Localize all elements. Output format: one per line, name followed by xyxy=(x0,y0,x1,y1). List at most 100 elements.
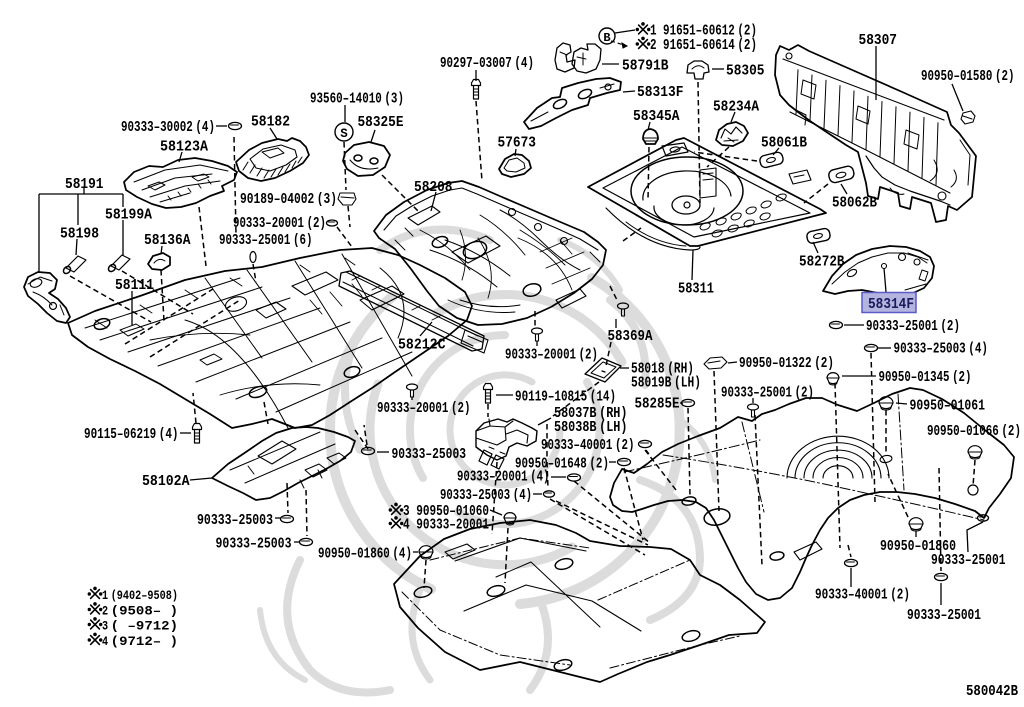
svg-text:1 91651–60612: 1 91651–60612 xyxy=(650,23,735,39)
svg-text:(2): (2) xyxy=(952,370,971,386)
svg-text:90333–25003: 90333–25003 xyxy=(216,536,292,552)
svg-text:90297–03007: 90297–03007 xyxy=(440,56,512,72)
svg-text:S: S xyxy=(340,127,348,141)
svg-text:B: B xyxy=(603,31,610,45)
svg-text:58038B: 58038B xyxy=(554,420,597,436)
svg-text:90189–04002: 90189–04002 xyxy=(240,192,314,208)
svg-text:58136A: 58136A xyxy=(144,233,191,249)
svg-text:57673: 57673 xyxy=(498,135,537,151)
svg-text:(2): (2) xyxy=(307,216,326,232)
svg-text:2 91651–60614: 2 91651–60614 xyxy=(650,38,735,54)
svg-text:(4): (4) xyxy=(195,120,215,136)
svg-text:90333–20001: 90333–20001 xyxy=(457,469,528,485)
svg-text:90333–20001: 90333–20001 xyxy=(505,347,576,363)
svg-text:58272B: 58272B xyxy=(799,254,845,270)
svg-text:90333–25001: 90333–25001 xyxy=(907,608,981,624)
svg-text:(3): (3) xyxy=(317,192,337,208)
svg-text:58018: 58018 xyxy=(631,361,665,377)
svg-text:58285E: 58285E xyxy=(635,396,680,412)
svg-text:(2): (2) xyxy=(589,456,609,472)
svg-text:58305: 58305 xyxy=(726,63,765,79)
svg-text:93560–14010: 93560–14010 xyxy=(310,91,382,107)
svg-text:58123A: 58123A xyxy=(160,139,208,155)
svg-text:2: 2 xyxy=(102,603,108,618)
svg-text:(4): (4) xyxy=(513,488,532,504)
svg-text:(3): (3) xyxy=(384,91,404,107)
svg-text:58061B: 58061B xyxy=(761,135,807,151)
svg-text:90333–25003: 90333–25003 xyxy=(392,447,467,463)
svg-text:(LH): (LH) xyxy=(599,420,627,436)
svg-text:58313F: 58313F xyxy=(637,85,684,101)
svg-text:(4): (4) xyxy=(159,427,179,443)
svg-text:(2): (2) xyxy=(890,587,910,603)
svg-text:58791B: 58791B xyxy=(622,58,669,74)
svg-text:(4): (4) xyxy=(530,469,549,485)
svg-text:4 90333–20001: 4 90333–20001 xyxy=(403,517,489,533)
svg-text:(4): (4) xyxy=(968,341,988,357)
svg-text:(RH): (RH) xyxy=(667,361,694,377)
svg-text:58307: 58307 xyxy=(859,33,898,49)
svg-text:(2): (2) xyxy=(1001,424,1021,440)
svg-text:90950–01061: 90950–01061 xyxy=(910,398,986,414)
svg-text:1: 1 xyxy=(102,588,108,603)
svg-text:58198: 58198 xyxy=(60,226,99,242)
svg-text:90333–30002: 90333–30002 xyxy=(121,120,193,136)
svg-text:(2): (2) xyxy=(814,356,834,372)
svg-text:(RH): (RH) xyxy=(599,406,627,422)
svg-text:58191: 58191 xyxy=(65,177,104,193)
svg-text:90333–25001: 90333–25001 xyxy=(931,553,1006,569)
svg-text:90333–25003: 90333–25003 xyxy=(197,513,273,529)
svg-text:58102A: 58102A xyxy=(142,474,190,490)
svg-text:580042B: 580042B xyxy=(966,684,1018,700)
svg-text:(2): (2) xyxy=(737,23,757,39)
svg-text:90950–01345: 90950–01345 xyxy=(879,370,950,386)
svg-text:(9508– ): (9508– ) xyxy=(111,603,178,618)
svg-text:(4): (4) xyxy=(514,56,534,72)
svg-text:90950–01580: 90950–01580 xyxy=(921,69,992,85)
svg-text:(4): (4) xyxy=(392,546,412,562)
svg-text:(2): (2) xyxy=(737,38,757,54)
svg-text:(2): (2) xyxy=(940,319,960,335)
svg-text:58182: 58182 xyxy=(251,114,290,130)
svg-text:(2): (2) xyxy=(615,438,635,454)
svg-text:58314F: 58314F xyxy=(868,297,914,313)
svg-text:( –9712): ( –9712) xyxy=(111,618,178,633)
svg-text:58234A: 58234A xyxy=(713,99,759,115)
svg-text:90333–40001: 90333–40001 xyxy=(541,438,613,454)
svg-text:90119–10815: 90119–10815 xyxy=(515,389,587,405)
svg-text:90950–01860: 90950–01860 xyxy=(880,539,956,555)
svg-text:(2): (2) xyxy=(795,385,814,401)
svg-text:(9402–9508): (9402–9508) xyxy=(111,588,178,603)
svg-text:90115–06219: 90115–06219 xyxy=(84,427,156,443)
svg-text:(2): (2) xyxy=(451,401,471,417)
svg-text:90950–01648: 90950–01648 xyxy=(515,456,587,472)
svg-text:58369A: 58369A xyxy=(608,329,653,345)
svg-text:58325E: 58325E xyxy=(358,115,404,131)
svg-text:58208: 58208 xyxy=(414,180,453,196)
svg-text:(LH): (LH) xyxy=(674,375,701,391)
svg-text:4: 4 xyxy=(102,634,108,649)
svg-text:90333–25001: 90333–25001 xyxy=(721,385,792,401)
svg-text:(2): (2) xyxy=(995,69,1015,85)
svg-text:58062B: 58062B xyxy=(832,195,877,211)
svg-text:58345A: 58345A xyxy=(633,109,680,125)
svg-text:90333–20001: 90333–20001 xyxy=(377,401,449,417)
svg-text:90950–01322: 90950–01322 xyxy=(739,356,812,372)
svg-text:90333–25001: 90333–25001 xyxy=(866,319,938,335)
svg-text:(14): (14) xyxy=(590,389,616,405)
svg-text:(6): (6) xyxy=(293,233,313,249)
svg-text:58019B: 58019B xyxy=(631,375,672,391)
svg-text:3: 3 xyxy=(102,618,108,633)
svg-text:58199A: 58199A xyxy=(105,207,152,223)
svg-text:90333–20001: 90333–20001 xyxy=(233,216,304,232)
svg-text:(9712– ): (9712– ) xyxy=(111,634,178,649)
svg-text:90333–25001: 90333–25001 xyxy=(219,233,291,249)
svg-text:58311: 58311 xyxy=(678,281,714,297)
svg-text:90333–25003: 90333–25003 xyxy=(894,341,966,357)
svg-text:90950–01860: 90950–01860 xyxy=(318,546,390,562)
svg-text:90333–40001: 90333–40001 xyxy=(815,587,888,603)
svg-text:58111: 58111 xyxy=(115,278,154,294)
svg-text:58037B: 58037B xyxy=(554,406,597,422)
svg-text:90950–01066: 90950–01066 xyxy=(927,424,999,440)
svg-text:58212C: 58212C xyxy=(398,337,446,353)
